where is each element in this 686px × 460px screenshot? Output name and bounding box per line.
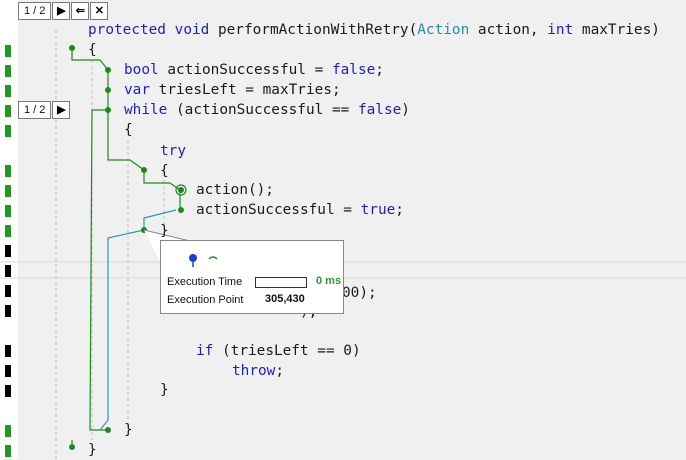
keyword: false [331, 62, 376, 78]
navigator-counter: 1 / 2 [18, 101, 52, 119]
execution-time-value: 0 ms [316, 275, 342, 287]
execution-navigator: 1 / 2 ▶ ⇐ ✕ [18, 2, 109, 20]
code-line: } [160, 223, 169, 239]
coverage-marker [5, 225, 11, 237]
coverage-marker [5, 285, 11, 297]
code-text: ; [275, 363, 284, 379]
code-line: } [88, 442, 97, 458]
param: maxTries) [581, 22, 660, 38]
code-line: try [160, 141, 186, 161]
coverage-marker [5, 265, 11, 277]
keyword: void [174, 22, 210, 38]
coverage-marker [5, 125, 11, 137]
back-button[interactable]: ⇐ [71, 2, 90, 20]
coverage-marker [5, 185, 11, 197]
code-line-signature: protected void performActionWithRetry(Ac… [88, 20, 660, 40]
coverage-marker [5, 45, 11, 57]
next-button[interactable]: ▶ [52, 101, 71, 119]
code-text: actionSuccessful = [196, 202, 352, 218]
code-text: ; [375, 62, 384, 78]
execution-point-label: Execution Point [167, 294, 244, 306]
code-text: ) [401, 102, 410, 118]
keyword: protected [88, 22, 166, 38]
flow-arrows-green [71, 48, 181, 447]
coverage-marker [5, 385, 11, 397]
keyword: while [124, 102, 168, 118]
code-text: (triesLeft == 0) [222, 343, 361, 359]
coverage-marker [5, 365, 11, 377]
execution-time-label: Execution Time [167, 276, 243, 288]
method-name: performActionWithRetry( [217, 22, 418, 38]
code-line: var triesLeft = maxTries; [124, 80, 341, 100]
code-line: { [160, 163, 169, 179]
coverage-marker [5, 85, 11, 97]
coverage-marker [5, 425, 11, 437]
keyword: var [124, 82, 150, 98]
pin-icon[interactable] [183, 251, 223, 271]
keyword: int [547, 22, 574, 38]
coverage-marker [5, 305, 11, 317]
execution-point-value: 305,430 [265, 293, 305, 305]
coverage-marker [5, 345, 11, 357]
code-text: triesLeft = maxTries; [158, 82, 341, 98]
keyword: try [160, 143, 186, 159]
code-line: bool actionSuccessful = false; [124, 60, 384, 80]
code-line: throw; [232, 361, 284, 381]
keyword: false [357, 102, 402, 118]
coverage-marker [5, 165, 11, 177]
keyword: throw [232, 363, 276, 379]
type-name: Action [417, 22, 470, 38]
close-button[interactable]: ✕ [90, 2, 109, 20]
param: action, [477, 22, 539, 38]
execution-tooltip: Execution Time 0 ms Execution Point 305,… [160, 240, 344, 314]
code-line: { [88, 42, 97, 58]
code-line: actionSuccessful = true; [196, 200, 404, 220]
keyword: true [360, 202, 396, 218]
coverage-marker [5, 65, 11, 77]
code-line: } [124, 422, 133, 438]
coverage-marker [5, 445, 11, 457]
code-line: { [124, 122, 133, 138]
code-line-partial: 00); [342, 285, 377, 301]
coverage-marker [5, 205, 11, 217]
current-point-ring [175, 184, 187, 196]
flow-arrows-teal [99, 209, 177, 431]
code-line: while (actionSuccessful == false) [124, 100, 410, 120]
code-text: actionSuccessful = [167, 62, 324, 78]
code-text: (actionSuccessful == [176, 102, 350, 118]
coverage-marker [5, 245, 11, 257]
code-line: if (triesLeft == 0) [196, 341, 361, 361]
keyword: if [196, 343, 214, 359]
next-button[interactable]: ▶ [52, 2, 71, 20]
keyword: bool [124, 62, 159, 78]
code-text: ; [395, 202, 404, 218]
code-line: action(); [196, 182, 274, 198]
indent-guides [55, 30, 165, 459]
coverage-marker [5, 105, 11, 117]
code-line: } [160, 382, 169, 398]
navigator-counter: 1 / 2 [18, 2, 52, 20]
loop-navigator: 1 / 2 ▶ [18, 101, 71, 119]
execution-time-bar [255, 277, 307, 288]
